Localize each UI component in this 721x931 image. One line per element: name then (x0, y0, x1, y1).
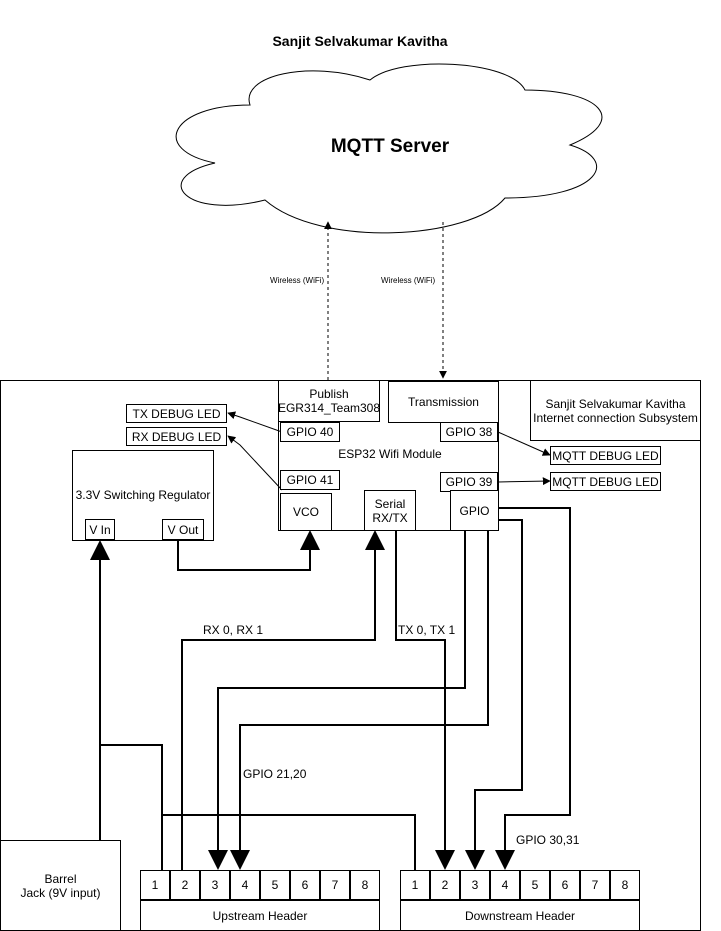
transmission-label: Transmission (408, 395, 479, 409)
gpio38-pin: GPIO 38 (440, 422, 498, 442)
gpio-up-wire-label: GPIO 21,20 (243, 767, 307, 781)
downstream-pin-8: 8 (610, 870, 640, 900)
rx-debug-led: RX DEBUG LED (126, 427, 227, 446)
mqtt-debug-led-1-label: MQTT DEBUG LED (552, 448, 659, 463)
subsystem-line1: Sanjit Selvakumar Kavitha (545, 396, 686, 411)
subsystem-label-box: Sanjit Selvakumar Kavitha Internet conne… (530, 380, 701, 441)
wifi-right-label: Wireless (WiFi) (381, 274, 436, 288)
arrow-down-pin2 (435, 850, 455, 870)
mqtt-debug-led-2: MQTT DEBUG LED (550, 472, 661, 491)
wire-vin-pin1-up (100, 744, 163, 870)
wire-gpio38-mqtt-led (497, 431, 551, 456)
rx-debug-led-label: RX DEBUG LED (131, 429, 222, 444)
gpio38-label: GPIO 38 (445, 425, 493, 439)
upstream-header-label: Upstream Header (212, 908, 308, 923)
upstream-header: Upstream Header (140, 900, 380, 931)
gpio40-label: GPIO 40 (286, 425, 334, 439)
barrel-line2: Jack (9V input) (20, 885, 101, 900)
wire-pin1-up-pin1-down (162, 814, 416, 870)
rx-wire-label: RX 0, RX 1 (203, 623, 264, 637)
barrel-jack: Barrel Jack (9V input) (0, 840, 121, 931)
regulator-vout-label: V Out (167, 522, 199, 537)
tx-debug-led-label: TX DEBUG LED (132, 406, 221, 421)
downstream-pin-7: 7 (580, 870, 610, 900)
transmission-box: Transmission (388, 381, 499, 423)
upstream-pin-4: 4 (230, 870, 260, 900)
mqtt-debug-led-1: MQTT DEBUG LED (550, 446, 661, 465)
wifi-left-label: Wireless (WiFi) (270, 274, 325, 288)
arrow-down-pin4 (495, 850, 515, 870)
gpio39-label: GPIO 39 (445, 475, 493, 489)
serial-block: Serial RX/TX (364, 490, 416, 531)
barrel-line1: Barrel (44, 871, 77, 886)
upstream-pin-2: 2 (170, 870, 200, 900)
downstream-pin-5: 5 (520, 870, 550, 900)
regulator-title: 3.3V Switching Regulator (75, 488, 211, 502)
serial-line1: Serial (374, 496, 406, 511)
gpio-block-label: GPIO (459, 503, 490, 518)
gpio41-pin: GPIO 41 (280, 470, 340, 490)
publish-line1: Publish (309, 387, 349, 401)
publish-box: Publish EGR314_Team308 (278, 380, 380, 422)
regulator-vin: V In (85, 519, 115, 540)
downstream-pin-1: 1 (400, 870, 430, 900)
arrow-vco (300, 530, 320, 550)
downstream-header: Downstream Header (400, 900, 640, 931)
wire-tx (395, 530, 446, 852)
arrow-down-pin3 (465, 850, 485, 870)
upstream-pin-3: 3 (200, 870, 230, 900)
downstream-pin-6: 6 (550, 870, 580, 900)
upstream-pin-8: 8 (350, 870, 380, 900)
upstream-pin-6: 6 (290, 870, 320, 900)
downstream-pin-4: 4 (490, 870, 520, 900)
vco-label: VCO (292, 505, 319, 519)
wire-rx (181, 548, 376, 870)
gpio-down-wire-label: GPIO 30,31 (516, 833, 580, 847)
arrow-vin (90, 540, 110, 560)
upstream-pin-7: 7 (320, 870, 350, 900)
upstream-pin-1: 1 (140, 870, 170, 900)
wire-gpio41-rx-led (227, 435, 283, 491)
mqtt-cloud-shape (175, 63, 603, 234)
tx-debug-led: TX DEBUG LED (126, 404, 227, 423)
vco-block: VCO (280, 493, 332, 531)
regulator-vout: V Out (162, 519, 204, 540)
serial-line2: RX/TX (372, 510, 408, 525)
arrow-up-pin4 (230, 850, 250, 870)
upstream-pin-5: 5 (260, 870, 290, 900)
gpio40-pin: GPIO 40 (280, 422, 340, 442)
downstream-pin-2: 2 (430, 870, 460, 900)
gpio39-pin: GPIO 39 (440, 472, 498, 492)
mqtt-debug-led-2-label: MQTT DEBUG LED (552, 474, 659, 489)
arrow-up-pin3 (208, 850, 228, 870)
mqtt-server-label: MQTT Server (330, 136, 450, 157)
page-title: Sanjit Selvakumar Kavitha (272, 33, 448, 49)
arrow-serial (365, 530, 385, 550)
tx-wire-label: TX 0, TX 1 (398, 623, 456, 637)
wire-gpio39-mqtt-led (497, 477, 551, 486)
gpio41-label: GPIO 41 (286, 473, 334, 487)
esp32-title: ESP32 Wifi Module (338, 447, 442, 461)
regulator-vin-label: V In (89, 522, 111, 537)
publish-line2: EGR314_Team308 (277, 401, 381, 415)
wire-gpio-up-pin4 (239, 530, 489, 852)
wire-vout-vco (177, 540, 311, 571)
downstream-header-label: Downstream Header (464, 908, 576, 923)
subsystem-line2: Internet connection Subsystem (533, 410, 698, 425)
wire-gpio40-tx-led (227, 411, 283, 433)
gpio-block: GPIO (450, 490, 499, 531)
wire-gpio-down-pin3 (474, 519, 523, 852)
wire-gpio-up-pin3 (217, 530, 466, 852)
downstream-pin-3: 3 (460, 870, 490, 900)
wire-gpio-down-pin4 (498, 507, 571, 852)
